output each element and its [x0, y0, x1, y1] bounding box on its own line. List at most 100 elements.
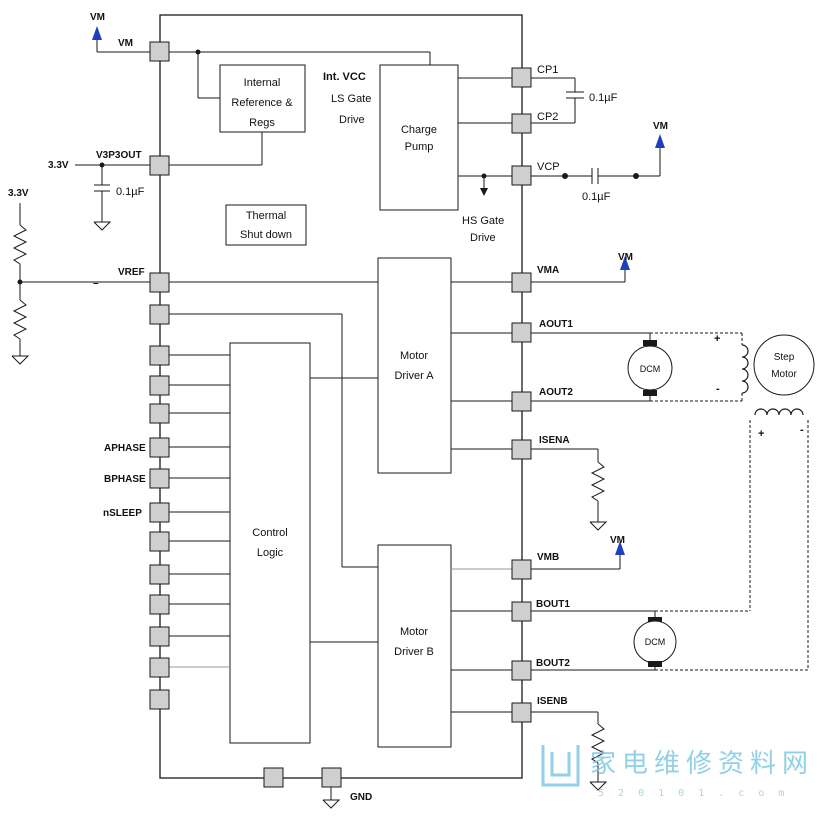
- step-motor-line1: Step: [774, 352, 795, 363]
- junction-vref: [17, 279, 23, 285]
- label-isenb: ISENB: [537, 696, 568, 707]
- ref-line3: Regs: [249, 117, 275, 129]
- label-vm-supply: VM: [90, 12, 105, 23]
- label-3v3-a: 3.3V: [48, 160, 69, 171]
- pin-bout1: [511, 601, 532, 622]
- pin-vcp: [511, 165, 532, 186]
- pin-left-13: [149, 657, 170, 678]
- vm-cp-arrow: [655, 134, 665, 148]
- pin-nsleep: [149, 502, 170, 523]
- driver-b-line1: Motor: [400, 626, 428, 638]
- charge-pump-block: [379, 64, 459, 211]
- pin-cp1: [511, 67, 532, 88]
- stepper-dashed-wires: [650, 332, 809, 671]
- label-cap3: 0.1µF: [582, 191, 611, 203]
- label-vmb: VMB: [537, 552, 559, 563]
- label-hs-gate-1: HS Gate: [462, 215, 504, 227]
- ref-line2: Reference &: [231, 97, 293, 109]
- step-motor-line2: Motor: [771, 369, 797, 380]
- driver-b-line2: Driver B: [394, 646, 434, 658]
- label-vm-pin: VM: [118, 38, 133, 49]
- label-aout2: AOUT2: [539, 387, 573, 398]
- stepper-coil-a: [741, 344, 749, 394]
- label-coil-a-minus: -: [716, 383, 720, 395]
- pin-left-3: [149, 345, 170, 366]
- thermal-shutdown-block: [225, 204, 307, 246]
- label-vm-vmb: VM: [610, 535, 625, 546]
- control-logic-block: [229, 342, 311, 744]
- motor-driver-a-block: [377, 257, 452, 474]
- label-bphase: BPHASE: [104, 474, 146, 485]
- internal-wires: [160, 51, 512, 779]
- ic-outline: [159, 14, 523, 779]
- label-vcp: VCP: [537, 161, 560, 173]
- vm-supply-arrow: [92, 26, 102, 40]
- dcm-a-brush-top: [643, 340, 657, 346]
- label-hs-gate-2: Drive: [470, 232, 496, 244]
- pin-vm: [149, 41, 170, 62]
- label-v3p3out: V3P3OUT: [96, 150, 142, 161]
- dcm-a-label: DCM: [640, 364, 661, 374]
- watermark: 家电维修资料网 5 2 0 1 0 1 . c o m: [541, 745, 814, 799]
- charge-pump-line2: Pump: [405, 141, 434, 153]
- vm-vma-arrow: [620, 256, 630, 270]
- pin-v3p3out: [149, 155, 170, 176]
- label-gnd: GND: [350, 792, 372, 803]
- pin-left-11: [149, 594, 170, 615]
- label-coil-a-plus: +: [714, 333, 720, 345]
- watermark-url: 5 2 0 1 0 1 . c o m: [598, 788, 788, 799]
- ref-line1: Internal: [244, 77, 281, 89]
- dcm-b-label: DCM: [645, 637, 666, 647]
- dcm-a-brush-bottom: [643, 390, 657, 396]
- junction-vcp-vm: [633, 173, 639, 179]
- motor-driver-b-block: [377, 544, 452, 748]
- junction-vcp-internal: [481, 173, 487, 179]
- label-aphase: APHASE: [104, 443, 146, 454]
- label-bout1: BOUT1: [536, 599, 570, 610]
- label-vref: VREF: [118, 267, 145, 278]
- watermark-text: 家电维修资料网: [590, 749, 814, 779]
- charge-pump-line1: Charge: [401, 124, 437, 136]
- label-vm-cp: VM: [653, 121, 668, 132]
- pin-aphase: [149, 437, 170, 458]
- pin-left-14: [149, 689, 170, 710]
- pin-bottom-1: [263, 767, 284, 788]
- label-coil-b-plus: +: [758, 428, 764, 440]
- pin-isenb: [511, 702, 532, 723]
- step-motor-circle: [753, 334, 815, 396]
- label-cp2: CP2: [537, 111, 558, 123]
- label-3v3-b: 3.3V: [8, 188, 29, 199]
- dcm-b-brush-top: [648, 617, 662, 623]
- pin-left-5: [149, 403, 170, 424]
- pin-left-9: [149, 531, 170, 552]
- label-ls-gate-1: LS Gate: [331, 93, 371, 105]
- junction-vm-internal: [195, 49, 201, 55]
- pin-left-12: [149, 626, 170, 647]
- driver-a-line2: Driver A: [394, 370, 434, 382]
- pin-cp2: [511, 113, 532, 134]
- internal-reference-block: [219, 64, 306, 133]
- pin-left-2: [149, 304, 170, 325]
- thermal-line2: Shut down: [240, 229, 292, 241]
- control-line2: Logic: [257, 547, 284, 559]
- stepper-coil-b: [754, 408, 804, 416]
- junction-v3p3: [99, 162, 105, 168]
- pin-bout2: [511, 660, 532, 681]
- pin-gnd: [321, 767, 342, 788]
- label-cap2: 0.1µF: [589, 92, 618, 104]
- label-vm-vma: VM: [618, 252, 633, 263]
- label-isena: ISENA: [539, 435, 570, 446]
- label-aout1: AOUT1: [539, 319, 573, 330]
- pin-vma: [511, 272, 532, 293]
- label-vref-minus: –: [93, 278, 99, 289]
- pin-left-4: [149, 375, 170, 396]
- pin-isena: [511, 439, 532, 460]
- thermal-line1: Thermal: [246, 210, 286, 222]
- pin-aout1: [511, 322, 532, 343]
- label-bout2: BOUT2: [536, 658, 570, 669]
- label-coil-b-minus: -: [800, 424, 804, 436]
- hs-gate-arrow: [480, 188, 488, 196]
- pin-vref: [149, 272, 170, 293]
- pin-aout2: [511, 391, 532, 412]
